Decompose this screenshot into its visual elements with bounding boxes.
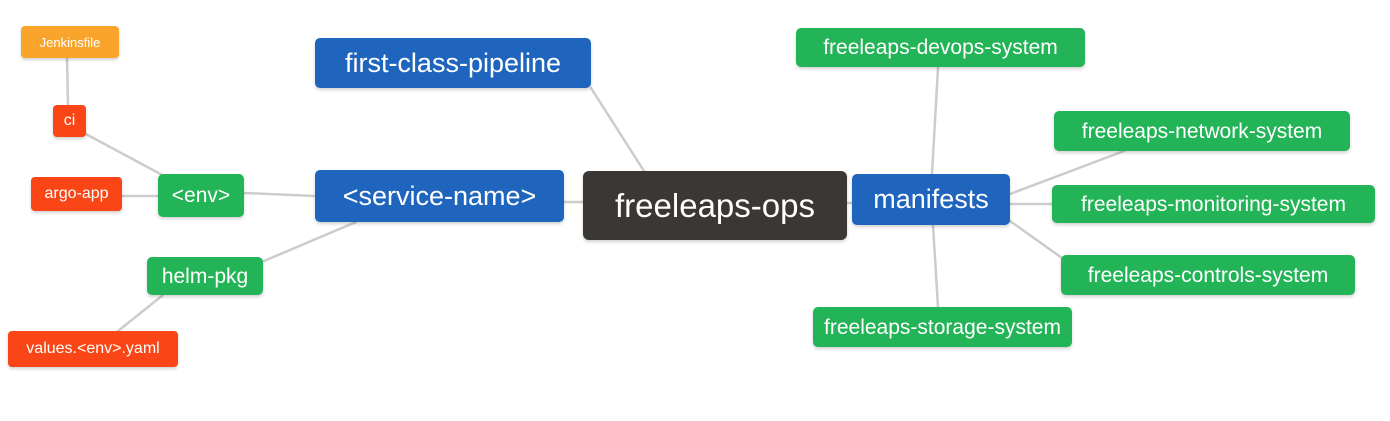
node-ci[interactable]: ci xyxy=(53,105,86,137)
node-service-name[interactable]: <service-name> xyxy=(315,170,564,222)
edge-helm-pkg-service-name xyxy=(262,220,358,263)
node-first-class-pipeline[interactable]: first-class-pipeline xyxy=(315,38,591,88)
edge-env-service-name xyxy=(242,191,317,198)
node-freeleaps-storage-system[interactable]: freeleaps-storage-system xyxy=(813,307,1072,347)
edge-manifests-devops-system xyxy=(930,66,940,176)
node-argo-app[interactable]: argo-app xyxy=(31,177,122,211)
node-jenkinsfile[interactable]: Jenkinsfile xyxy=(21,26,119,58)
node-freeleaps-controls-system[interactable]: freeleaps-controls-system xyxy=(1061,255,1355,295)
node-freeleaps-devops-system[interactable]: freeleaps-devops-system xyxy=(796,28,1085,67)
node-freeleaps-network-system[interactable]: freeleaps-network-system xyxy=(1054,111,1350,151)
edge-manifests-controls-system xyxy=(1008,219,1064,260)
edge-first-class-pipeline-root xyxy=(589,86,646,173)
node-freeleaps-monitoring-system[interactable]: freeleaps-monitoring-system xyxy=(1052,185,1375,223)
node-manifests[interactable]: manifests xyxy=(852,174,1010,225)
node-values-env-yaml[interactable]: values.<env>.yaml xyxy=(8,331,178,367)
edge-jenkinsfile-ci xyxy=(65,56,70,107)
node-helm-pkg[interactable]: helm-pkg xyxy=(147,257,263,295)
edge-ci-env xyxy=(82,131,168,179)
node-env[interactable]: <env> xyxy=(158,174,244,217)
edge-values-helm-pkg xyxy=(116,293,165,333)
edge-manifests-storage-system xyxy=(931,223,940,309)
node-root-freeleaps-ops[interactable]: freeleaps-ops xyxy=(583,171,847,240)
